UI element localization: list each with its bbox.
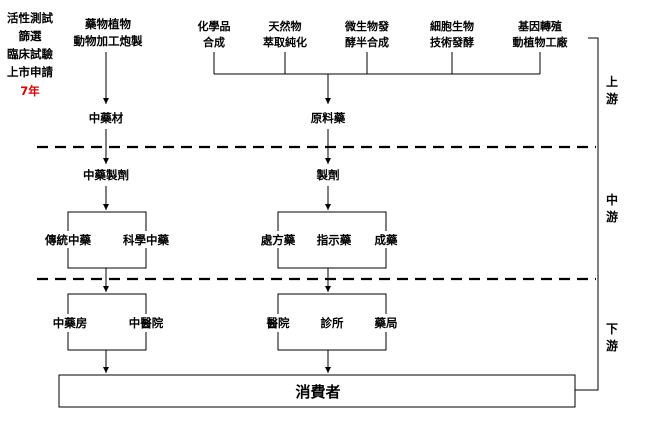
herbal-outlet-1: 中藥房 <box>53 316 88 330</box>
consumer-label: 消費者 <box>295 383 340 401</box>
stage-midstream-line-2: 游 <box>606 209 618 224</box>
herbal-source-line-1: 藥物植物 <box>84 17 131 31</box>
western-outlet-1: 醫院 <box>267 316 290 330</box>
stage-upstream-line-2: 游 <box>606 91 618 106</box>
herbal-source-line-2: 動物加工炮製 <box>74 34 143 48</box>
western-source-2-line-1: 天然物 <box>269 19 302 33</box>
herbal-material: 中藥材 <box>89 111 124 125</box>
stage-downstream-line-2: 游 <box>606 338 618 353</box>
product-brackets <box>67 211 387 269</box>
side-note-line-1: 活性測試 <box>7 11 53 25</box>
western-outlet-2: 診所 <box>321 316 344 330</box>
western-product-2: 指示藥 <box>317 233 352 247</box>
western-outlet-3: 藥局 <box>374 316 398 330</box>
outlet-brackets <box>67 293 387 351</box>
western-source-5-line-2: 動植物工廠 <box>513 35 569 49</box>
upstream-bracket <box>575 37 599 391</box>
western-source-3-line-1: 微生物發 <box>344 19 390 33</box>
side-note-line-2: 篩選 <box>19 29 42 43</box>
western-source-4-line-2: 技術發酵 <box>430 35 474 49</box>
western-source-5-line-1: 基因轉殖 <box>517 19 562 33</box>
western-product-3: 成藥 <box>375 233 398 247</box>
herbal-preparation: 中藥製劑 <box>83 168 129 182</box>
side-note: 活性測試 篩選 臨床試驗 上市申請 7年 <box>7 11 53 98</box>
side-note-line-4: 上市申請 <box>7 65 53 79</box>
western-source-1-line-2: 合成 <box>203 35 225 49</box>
western-source-2-line-2: 萃取純化 <box>263 35 307 49</box>
side-note-years: 7年 <box>20 84 40 98</box>
herbal-outlet-2: 中醫院 <box>129 316 164 330</box>
herbal-product-1: 傳統中藥 <box>44 233 91 247</box>
herbal-product-2: 科學中藥 <box>123 233 169 247</box>
stage-upstream-line-1: 上 <box>606 74 618 89</box>
consumer-box <box>58 374 576 408</box>
western-product-1: 處方藥 <box>261 233 296 247</box>
western-source-4-line-1: 細胞生物 <box>430 19 474 33</box>
western-source-connector <box>213 52 541 75</box>
stage-midstream-line-1: 中 <box>606 192 618 207</box>
stage-downstream-line-1: 下 <box>606 322 618 336</box>
western-preparation: 製劑 <box>316 168 340 182</box>
western-source-3-line-2: 酵半合成 <box>345 35 389 49</box>
western-material: 原料藥 <box>311 111 346 125</box>
side-note-line-3: 臨床試驗 <box>7 47 53 61</box>
western-source-1-line-1: 化學品 <box>198 19 231 33</box>
